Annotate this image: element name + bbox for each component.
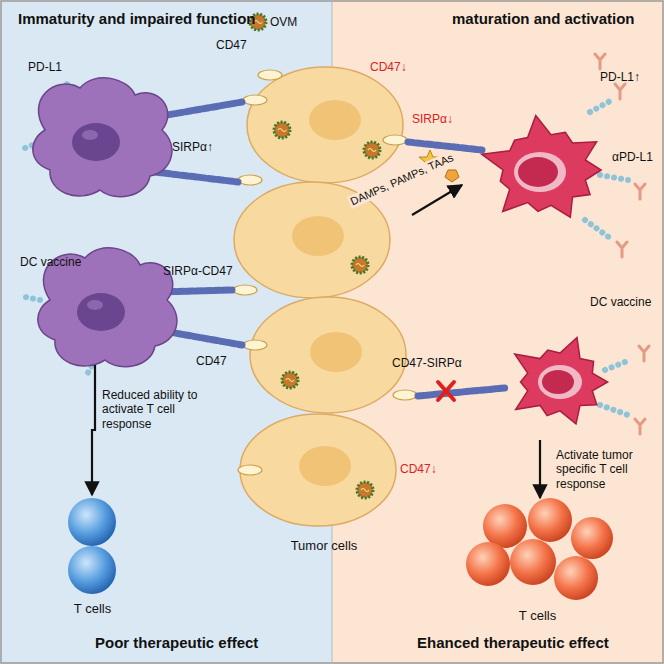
- arrow-label: Activate tumor specific T cell response: [556, 448, 656, 491]
- molecule-label: SIRPα↓: [412, 112, 453, 126]
- arrow-label: Reduced ability to activate T cell respo…: [102, 388, 214, 431]
- molecule-label: αPD-L1: [612, 150, 653, 164]
- tumor-cell-group: Tumor cells: [238, 55, 412, 560]
- arrow: [92, 365, 95, 495]
- arrow: [539, 440, 541, 498]
- panel-heading: Immaturity and impaired function: [18, 10, 256, 28]
- cell-label: Tumor cells: [238, 538, 410, 554]
- panel-heading: maturation and activation: [452, 10, 635, 28]
- panel: Immaturity and impaired functionPoor the…: [0, 0, 332, 664]
- panel-heading: Ehanced therapeutic effect: [417, 634, 609, 652]
- panel: maturation and activationEhanced therape…: [332, 0, 664, 664]
- panel-heading: Poor therapeutic effect: [95, 634, 258, 652]
- molecule-label: CD47: [216, 38, 247, 52]
- molecule-label: CD47↓: [370, 60, 407, 74]
- cell-label: DC vaccine: [20, 255, 81, 269]
- molecule-label: SIRPα↑: [172, 140, 213, 154]
- t-cell-group: T cells: [455, 498, 622, 628]
- cell-label: T cells: [455, 608, 620, 624]
- cell-label: DC vaccine: [590, 295, 651, 309]
- molecule-label: SIRPα-CD47: [163, 264, 233, 278]
- dendritic-cell: DC vaccine: [15, 55, 200, 365]
- dendritic-cell: DC vaccine: [462, 70, 658, 440]
- molecule-label: CD47: [196, 354, 227, 368]
- molecule-label: CD47↓: [400, 462, 437, 476]
- cell-label: T cells: [45, 601, 140, 617]
- t-cell-group: T cells: [45, 495, 142, 625]
- arrow: [412, 185, 462, 215]
- molecule-label: PD-L1↑: [600, 70, 640, 84]
- molecule-label: OVM: [270, 15, 297, 29]
- molecule-label: CD47-SIRPα: [392, 356, 462, 370]
- molecule-label: PD-L1: [28, 60, 62, 74]
